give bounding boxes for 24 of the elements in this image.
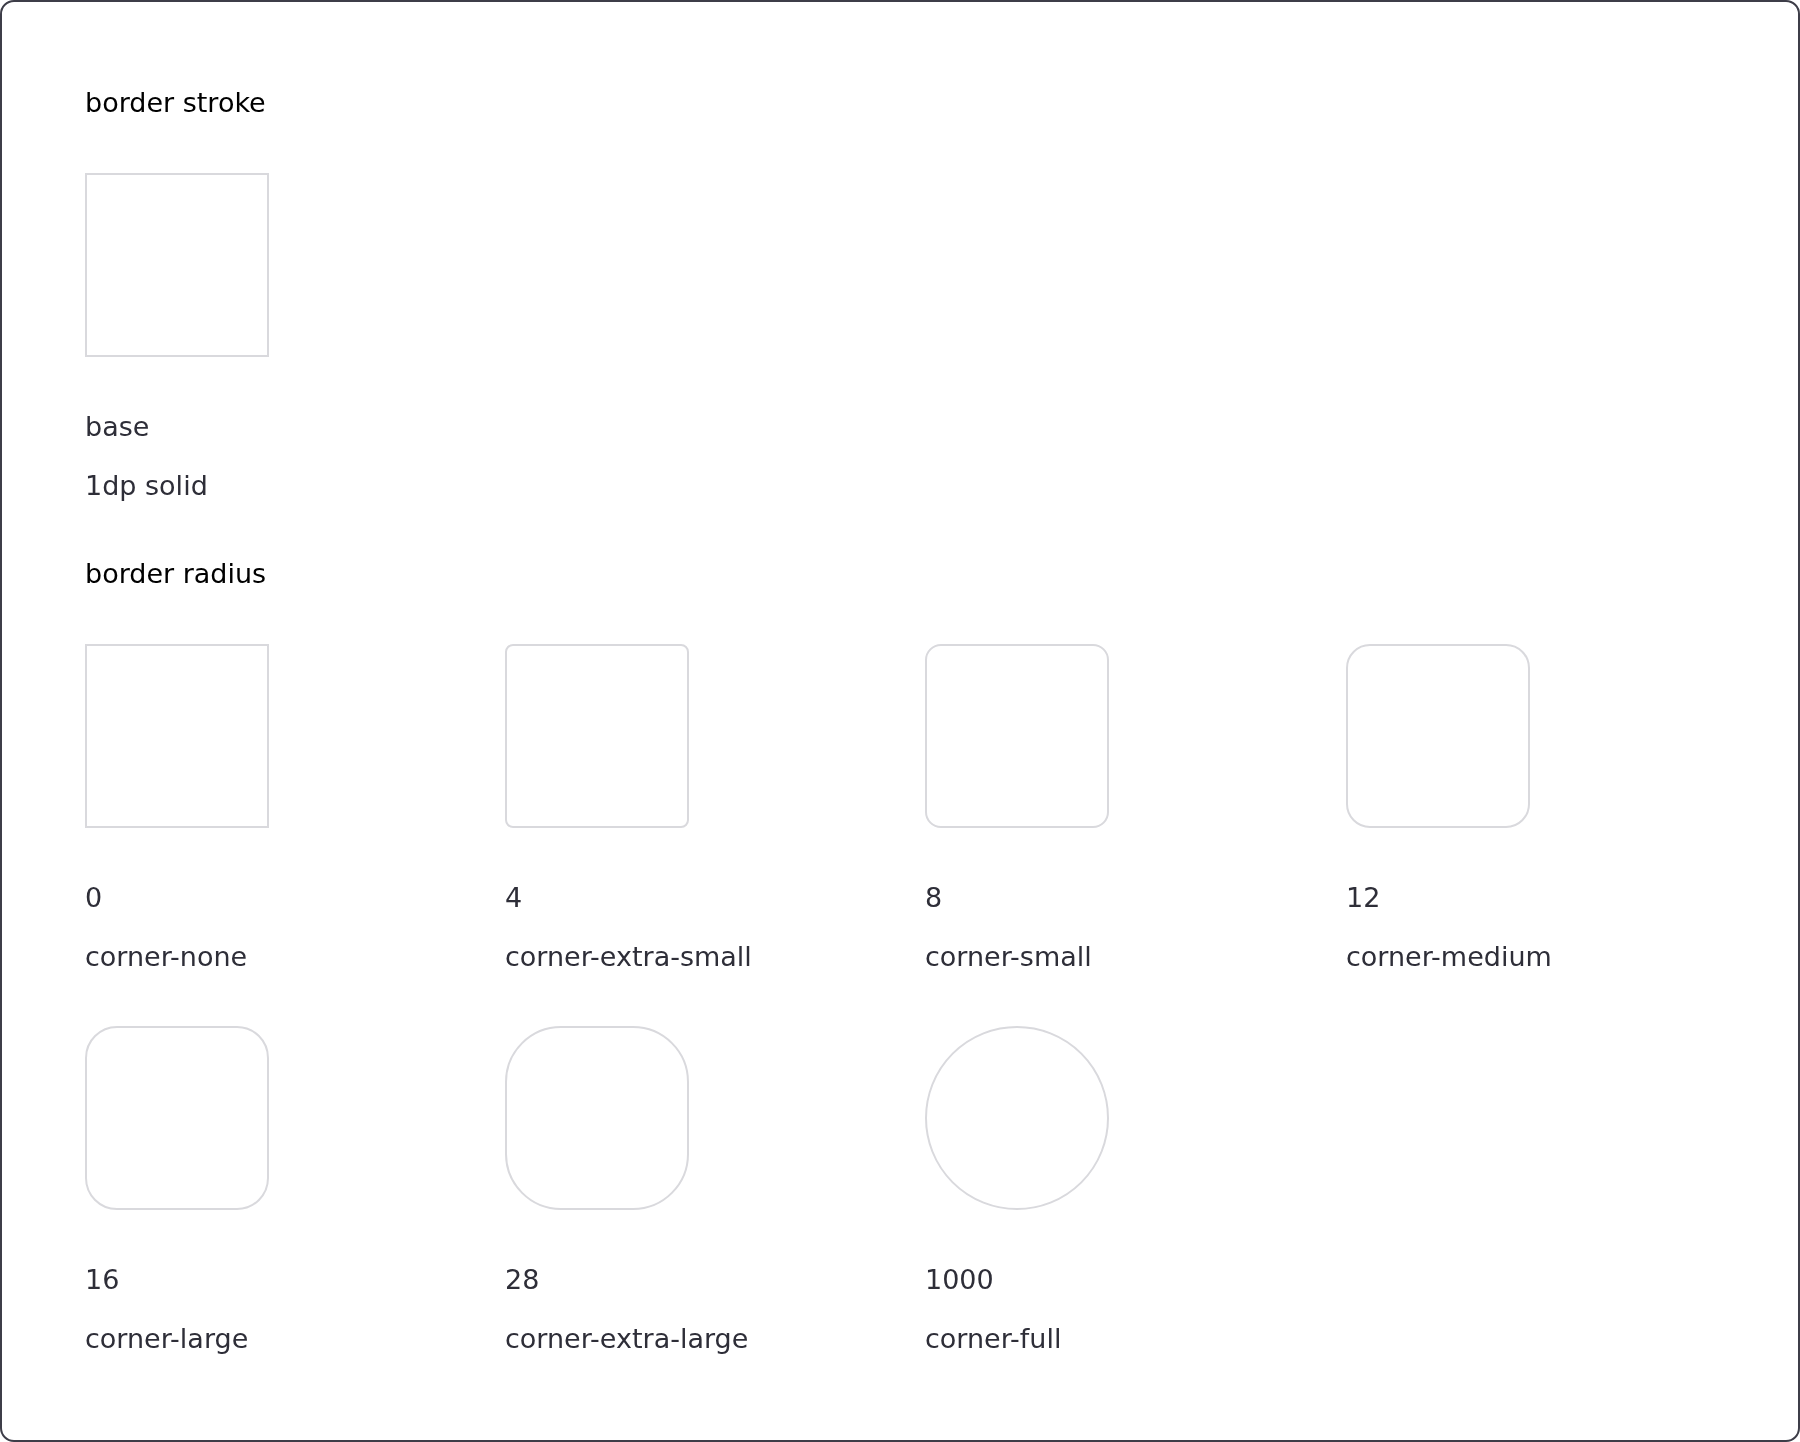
radius-value: 1000 — [925, 1264, 994, 1296]
section-heading: border stroke — [85, 87, 266, 119]
section-heading: border radius — [85, 558, 267, 590]
token-name: corner-small — [925, 941, 1092, 973]
token-name: corner-full — [925, 1323, 1062, 1355]
radius-value: 16 — [85, 1264, 120, 1296]
token-name: corner-medium — [1346, 941, 1552, 973]
radius-value: 8 — [925, 882, 943, 914]
outlined-square — [85, 173, 269, 357]
radius-value: 0 — [85, 882, 103, 914]
rounded-square — [505, 644, 689, 828]
token-name: corner-extra-small — [505, 941, 752, 973]
radius-value: 4 — [505, 882, 523, 914]
token-name: corner-large — [85, 1323, 249, 1355]
rounded-square — [925, 644, 1109, 828]
rounded-square — [85, 1026, 269, 1210]
outlined-square — [85, 644, 269, 828]
stroke-name: base — [85, 411, 150, 443]
radius-value: 28 — [505, 1264, 540, 1296]
stroke-spec: 1dp solid — [85, 470, 208, 502]
rounded-square — [1346, 644, 1530, 828]
token-name: corner-none — [85, 941, 248, 973]
token-name: corner-extra-large — [505, 1323, 749, 1355]
radius-value: 12 — [1346, 882, 1381, 914]
